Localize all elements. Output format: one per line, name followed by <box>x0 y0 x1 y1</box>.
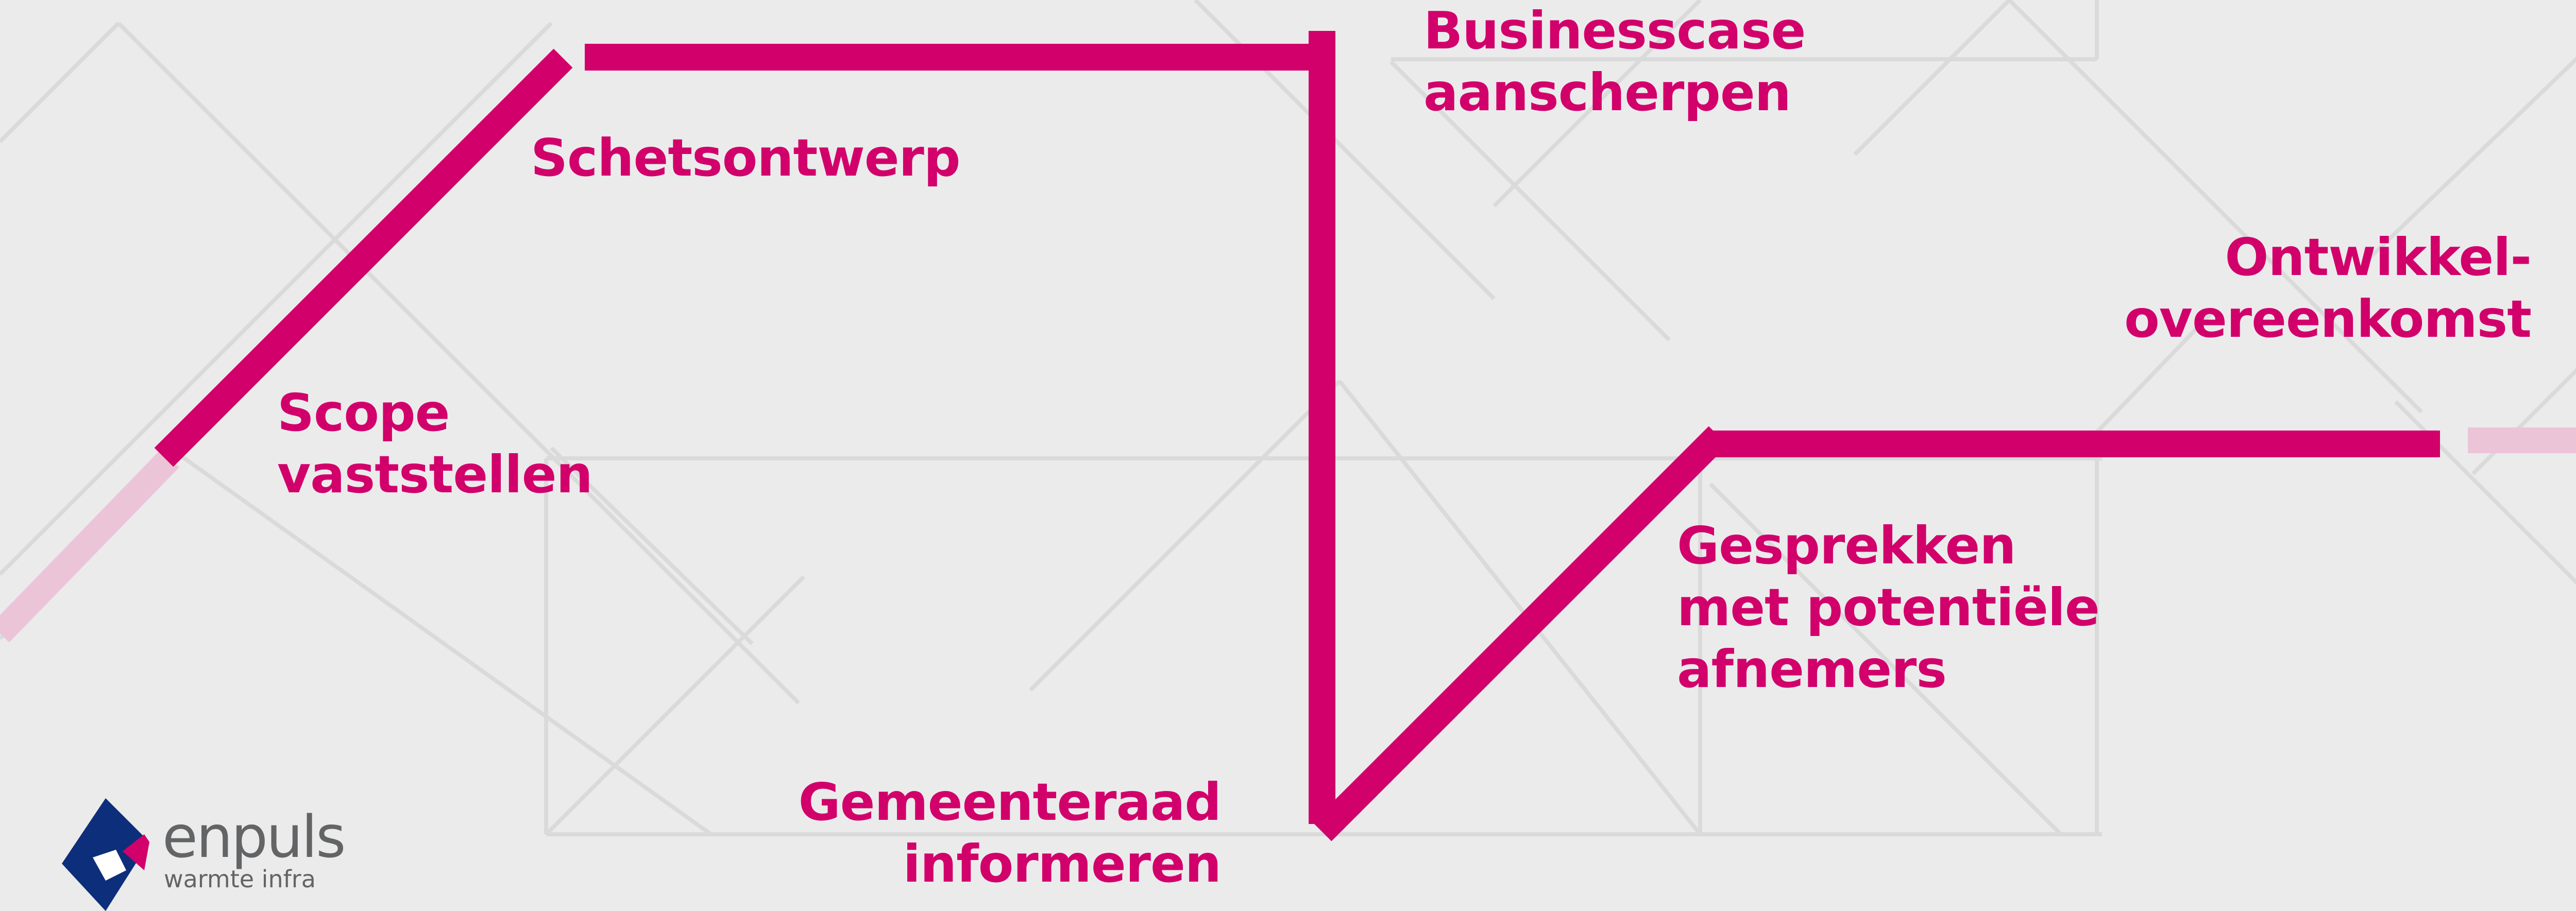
step-gesprekken: Gesprekken met potentiële afnemers <box>1677 515 2100 700</box>
step-schetsontwerp: Schetsontwerp <box>531 127 960 189</box>
step-gemeenteraad-line: Gemeenteraad <box>798 772 1222 832</box>
step-gesprekken-line: Gesprekken <box>1677 515 2016 576</box>
step-gemeenteraad: Gemeenteraad informeren <box>798 771 1222 895</box>
logo-name: enpuls <box>162 804 346 871</box>
step-businesscase-line: Businesscase <box>1423 1 1806 61</box>
step-ontwikkel-line: overeenkomst <box>2124 289 2532 349</box>
step-ontwikkel-line: Ontwikkel- <box>2225 227 2532 287</box>
path-segment-scope <box>154 48 573 467</box>
step-businesscase: Businesscase aanscherpen <box>1423 0 1806 124</box>
step-ontwikkelovereenkomst: Ontwikkel- overeenkomst <box>2124 227 2532 350</box>
step-scope: Scope vaststellen <box>277 382 593 506</box>
enpuls-logo: enpuls warmte infra <box>62 798 350 911</box>
step-gesprekken-line: afnemers <box>1677 639 1947 699</box>
step-gemeenteraad-line: informeren <box>903 834 1222 894</box>
logo-subtitle: warmte infra <box>164 865 316 893</box>
enpuls-diamond-icon <box>62 798 149 911</box>
step-businesscase-line: aanscherpen <box>1423 62 1791 123</box>
step-gesprekken-line: met potentiële <box>1677 577 2100 638</box>
faded-path-start <box>0 449 179 643</box>
step-scope-line: vaststellen <box>277 444 593 505</box>
path-segment-gemeente <box>1312 426 1728 841</box>
step-schetsontwerp-line: Schetsontwerp <box>531 128 960 188</box>
step-scope-line: Scope <box>277 383 450 443</box>
